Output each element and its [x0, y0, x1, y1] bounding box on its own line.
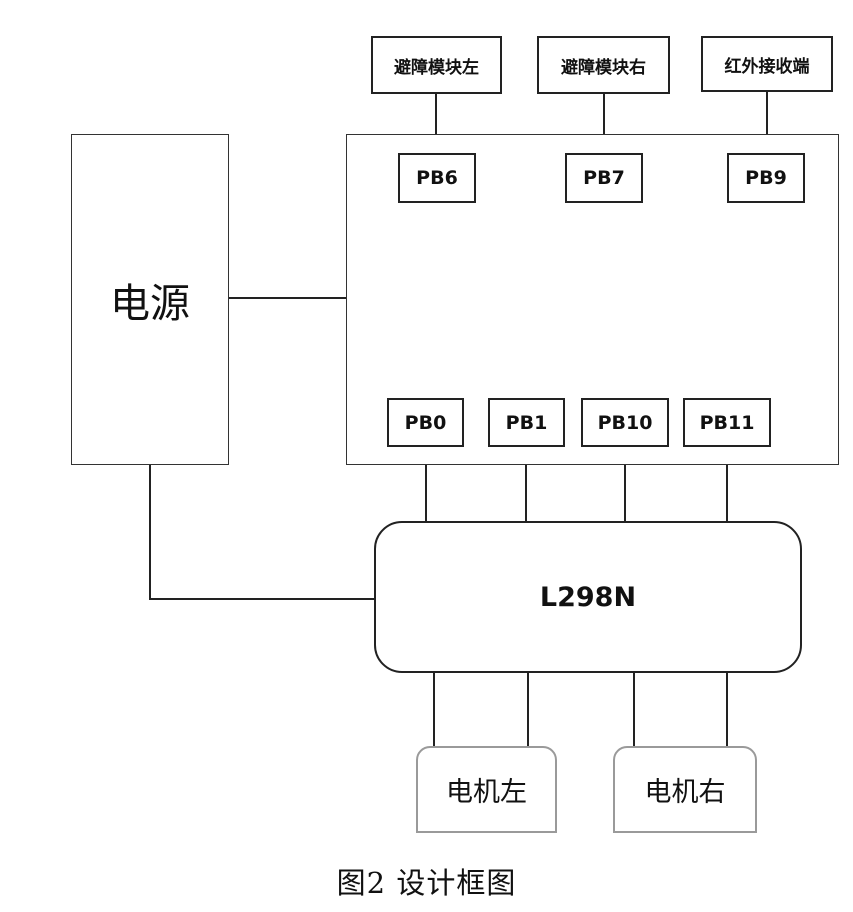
motor-left-label: 电机左 [446, 777, 527, 808]
pin-pb7-label: PB7 [583, 167, 625, 189]
obstacle-module-right: 避障模块右 [537, 36, 670, 94]
pin-pb9-label: PB9 [745, 167, 787, 189]
motor-driver-l298n: L298N [374, 521, 802, 673]
pin-pb1-label: PB1 [505, 411, 548, 434]
motor-driver-label: L298N [539, 581, 637, 613]
pin-pb9: PB9 [727, 153, 805, 203]
pin-pb7: PB7 [565, 153, 643, 203]
wire-power-down [149, 463, 151, 600]
obstacle-module-left: 避障模块左 [371, 36, 502, 94]
wire-power-driver [149, 598, 376, 600]
obstacle-module-left-label: 避障模块左 [394, 57, 479, 78]
wire-driver-motor-right-b [726, 672, 728, 748]
motor-right: 电机右 [613, 746, 757, 833]
motor-right-label: 电机右 [644, 777, 726, 808]
power-supply: 电源 [71, 134, 229, 465]
ir-receiver-module: 红外接收端 [701, 36, 833, 92]
wire-pb10-driver [624, 446, 626, 522]
wire-pb0-driver [425, 446, 427, 522]
wire-pb11-driver [726, 446, 728, 522]
wire-driver-motor-left-a [433, 672, 435, 748]
obstacle-module-right-label: 避障模块右 [561, 57, 646, 78]
pin-pb6: PB6 [398, 153, 476, 203]
pin-pb0: PB0 [387, 398, 464, 447]
wire-driver-motor-left-b [527, 672, 529, 748]
pin-pb10: PB10 [581, 398, 669, 447]
pin-pb0-label: PB0 [404, 411, 447, 434]
pin-pb10-label: PB10 [597, 411, 653, 434]
wire-obstacle-left-pb6 [435, 94, 437, 153]
power-supply-label: 电源 [110, 280, 190, 327]
wire-obstacle-right-pb7 [603, 94, 605, 153]
pin-pb1: PB1 [488, 398, 565, 447]
pin-pb6-label: PB6 [416, 167, 458, 189]
pin-pb11: PB11 [683, 398, 771, 447]
wire-pb1-driver [525, 446, 527, 522]
wire-ir-receiver-pb9 [766, 92, 768, 153]
motor-left: 电机左 [416, 746, 557, 833]
figure-caption: 图2 设计框图 [336, 866, 517, 900]
ir-receiver-label: 红外接收端 [724, 56, 810, 77]
pin-pb11-label: PB11 [699, 411, 755, 434]
wire-driver-motor-right-a [633, 672, 635, 748]
wire-power-mcu [228, 297, 347, 299]
